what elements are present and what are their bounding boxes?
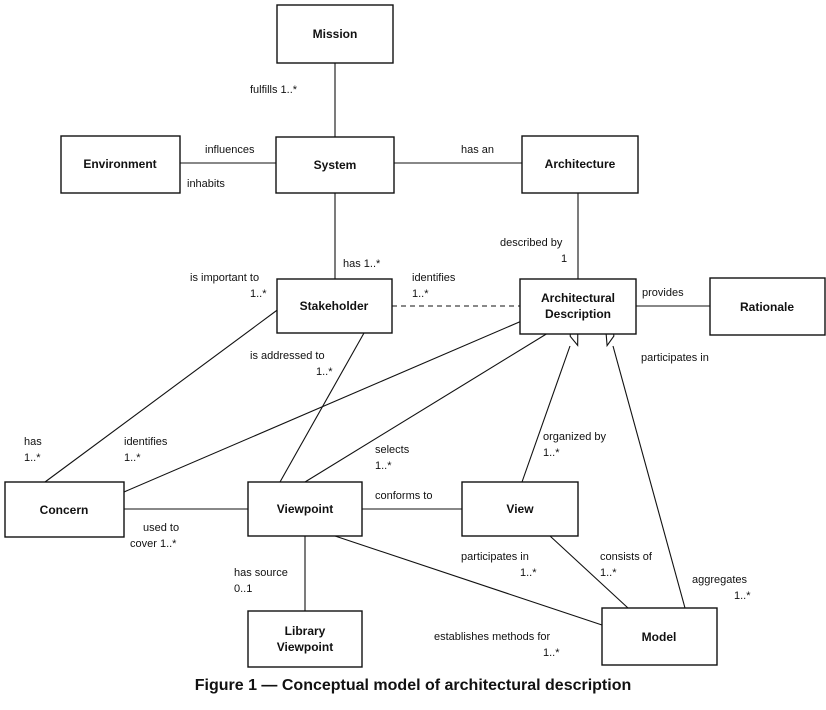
edge-arch-desc-concern [123, 319, 525, 493]
box-architecture: Architecture [521, 135, 639, 194]
label-used-to: used to [143, 522, 179, 534]
label-consists-of-mult: 1..* [600, 567, 617, 579]
label-cover: cover 1..* [130, 538, 177, 550]
figure-caption: Figure 1 — Conceptual model of architect… [194, 677, 632, 694]
label-conforms-to: conforms to [375, 490, 432, 502]
box-system: System [275, 136, 395, 194]
edge-stakeholder-viewpoint [279, 332, 365, 483]
box-mission-label: Mission [313, 27, 358, 41]
box-viewpoint-label: Viewpoint [277, 502, 333, 516]
relationship-lines [44, 63, 710, 626]
label-identifies-stakeholder-mult: 1..* [412, 288, 429, 300]
label-is-addressed-to-mult: 1..* [316, 366, 333, 378]
edge-stakeholder-concern [44, 307, 281, 483]
label-identifies-concern: identifies [124, 436, 168, 448]
box-stakeholder-label: Stakeholder [300, 299, 369, 313]
box-architectural-description-label-line2: Description [545, 307, 611, 321]
label-has-an: has an [461, 144, 494, 156]
box-architectural-description: Architectural Description [519, 278, 637, 335]
box-rationale-label: Rationale [740, 300, 794, 314]
box-environment: Environment [60, 135, 181, 194]
box-system-label: System [314, 158, 357, 172]
label-participates-in-view-mult: 1..* [520, 567, 537, 579]
label-selects: selects [375, 444, 410, 456]
box-stakeholder: Stakeholder [276, 278, 393, 334]
box-library-viewpoint-label-line1: Library [285, 624, 326, 638]
relationship-labels: fulfills 1..* influences inhabits has an… [24, 84, 751, 659]
label-described-by-mult: 1 [561, 253, 567, 265]
box-concern-label: Concern [40, 503, 89, 517]
label-aggregates: aggregates [692, 574, 748, 586]
label-influences: influences [205, 144, 255, 156]
edge-view-model [549, 535, 629, 609]
edge-arch-desc-view [521, 345, 571, 483]
label-participates-in-ad: participates in [641, 352, 709, 364]
label-aggregates-mult: 1..* [734, 590, 751, 602]
box-mission: Mission [276, 4, 394, 64]
box-environment-label: Environment [83, 157, 156, 171]
box-model: Model [601, 607, 718, 666]
label-fulfills: fulfills 1..* [250, 84, 298, 96]
label-identifies-stakeholder: identifies [412, 272, 456, 284]
label-selects-mult: 1..* [375, 460, 392, 472]
label-establishes: establishes methods for [434, 631, 551, 643]
edge-viewpoint-model [334, 535, 603, 626]
box-architecture-label: Architecture [545, 157, 616, 171]
label-has-source: has source [234, 567, 288, 579]
label-organized-by: organized by [543, 431, 606, 443]
label-is-addressed-to: is addressed to [250, 350, 325, 362]
edge-arch-desc-model [612, 345, 686, 609]
label-provides: provides [642, 287, 684, 299]
label-has-concern-mult: 1..* [24, 452, 41, 464]
box-rationale: Rationale [709, 277, 826, 336]
label-identifies-concern-mult: 1..* [124, 452, 141, 464]
label-inhabits: inhabits [187, 178, 225, 190]
box-library-viewpoint-label-line2: Viewpoint [277, 640, 333, 654]
label-described-by: described by [500, 237, 563, 249]
box-view: View [461, 481, 579, 537]
label-has-concern: has [24, 436, 42, 448]
label-organized-by-mult: 1..* [543, 447, 560, 459]
box-architectural-description-label-line1: Architectural [541, 291, 615, 305]
label-consists-of: consists of [600, 551, 653, 563]
edge-arch-desc-viewpoint [304, 332, 549, 483]
box-view-label: View [506, 502, 534, 516]
box-concern: Concern [4, 481, 125, 538]
label-establishes-mult: 1..* [543, 647, 560, 659]
label-has-stakeholders: has 1..* [343, 258, 381, 270]
label-is-important-to: is important to [190, 272, 259, 284]
box-model-label: Model [642, 630, 677, 644]
label-is-important-to-mult: 1..* [250, 288, 267, 300]
label-participates-in-view: participates in [461, 551, 529, 563]
label-has-source-mult: 0..1 [234, 583, 252, 595]
box-library-viewpoint: Library Viewpoint [247, 610, 363, 668]
box-viewpoint: Viewpoint [247, 481, 363, 537]
